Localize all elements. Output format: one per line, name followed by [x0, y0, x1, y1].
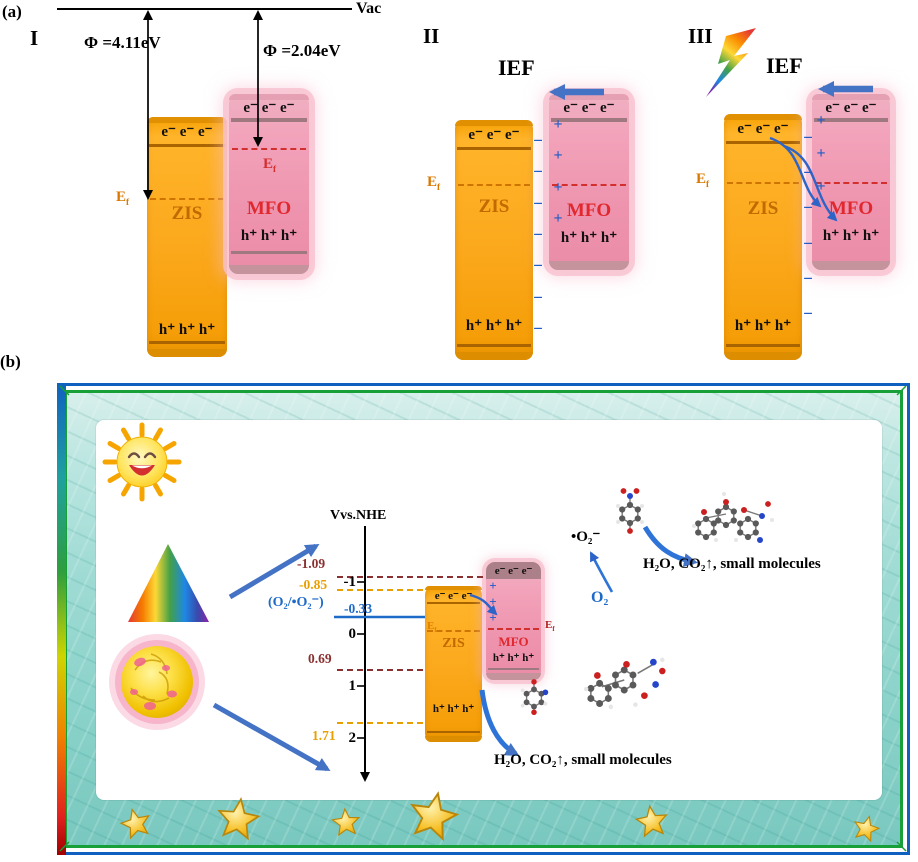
mfo-holes-1: h⁺ h⁺ h⁺	[240, 228, 298, 244]
zis-electrons-3: e⁻ e⁻ e⁻	[737, 121, 789, 137]
zis-holes-2: h⁺ h⁺ h⁺	[465, 318, 523, 334]
zis-electrons-2: e⁻ e⁻ e⁻	[468, 127, 520, 143]
zis-name-1: ZIS	[171, 203, 203, 224]
stage-2-label: II	[423, 24, 440, 48]
work-function-mfo-label: Φ =2.04eV	[263, 41, 341, 60]
ef-label-zis-b: Ef	[427, 620, 437, 635]
zis-bar-stage3: e⁻ e⁻ e⁻ ZIS h⁺ h⁺ h⁺	[724, 114, 802, 360]
ef-label-mfo-b: Ef	[545, 619, 555, 634]
mfo-electrons-2: e⁻ e⁻ e⁻	[563, 100, 615, 116]
level-zis-vb-label: 1.71	[312, 728, 336, 743]
redox-value-label: -0.33	[344, 601, 373, 616]
mfo-holes-2: h⁺ h⁺ h⁺	[560, 230, 618, 246]
mfo-name-b: MFO	[498, 634, 529, 649]
nhe-axis-title: Vvs.NHE	[330, 508, 387, 523]
positive-charges-panel-b: +++	[489, 578, 497, 625]
stage-1-label: I	[30, 26, 39, 50]
ef-label-mfo-1: Ef	[263, 156, 277, 175]
mfo-bar-panel-b: e⁻ e⁻ e⁻ MFO h⁺ h⁺ h⁺	[486, 562, 541, 680]
positive-charges-stage2: ++++	[553, 116, 563, 227]
ef-label-zis-3: Ef	[696, 171, 710, 190]
level-mfo-vb-label: 0.69	[308, 651, 332, 666]
tick-1: 1	[348, 678, 357, 694]
rainbow-lightning-icon	[706, 28, 756, 97]
negative-charges-stage3: −−−−−−	[803, 128, 813, 323]
superoxide-label: •O₂⁻	[571, 529, 601, 545]
negative-charges-stage2: −−−−−−−	[533, 131, 543, 338]
level-mfo-cb-label: -1.09	[297, 556, 326, 571]
mfo-name-1: MFO	[246, 198, 292, 219]
zis-bar-stage2: e⁻ e⁻ e⁻ ZIS h⁺ h⁺ h⁺	[455, 120, 533, 360]
redox-couple-label: (O₂/•O₂⁻)	[268, 595, 324, 610]
tick-0: 0	[348, 626, 357, 642]
mfo-name-3: MFO	[828, 198, 874, 219]
zis-bar-panel-b: e⁻ e⁻ e⁻ ZIS h⁺ h⁺ h⁺	[425, 586, 482, 742]
panel-b-tag: (b)	[0, 352, 21, 371]
ief-label-stage3: IEF	[766, 53, 803, 78]
zis-electrons-b: e⁻ e⁻ e⁻	[434, 590, 473, 602]
oxygen-label: O₂	[591, 589, 609, 606]
products-top-label: H₂O, CO₂↑, small molecules	[643, 556, 821, 572]
mfo-holes-b: h⁺ h⁺ h⁺	[492, 652, 535, 664]
zis-bar-stage1: e⁻ e⁻ e⁻ ZIS h⁺ h⁺ h⁺	[147, 117, 227, 357]
mfo-holes-3: h⁺ h⁺ h⁺	[822, 228, 880, 244]
mfo-bar-stage1: e⁻ e⁻ e⁻ MFO h⁺ h⁺ h⁺	[229, 94, 309, 274]
work-function-zis-label: Φ =4.11eV	[84, 33, 161, 52]
zis-electrons-1: e⁻ e⁻ e⁻	[161, 124, 213, 140]
zis-name-2: ZIS	[478, 196, 510, 217]
zis-holes-1: h⁺ h⁺ h⁺	[158, 322, 216, 338]
zis-holes-3: h⁺ h⁺ h⁺	[734, 318, 792, 334]
mfo-name-2: MFO	[566, 200, 612, 221]
ef-label-zis-1: Ef	[116, 189, 130, 208]
ief-label-stage2: IEF	[498, 55, 535, 80]
rainbow-edge-strip	[57, 383, 66, 855]
stage-3-label: III	[688, 24, 713, 48]
mfo-electrons-b: e⁻ e⁻ e⁻	[494, 565, 533, 577]
level-zis-cb-label: -0.85	[299, 577, 328, 592]
products-bottom-label: H₂O, CO₂↑, small molecules	[494, 752, 672, 768]
zis-name-3: ZIS	[747, 198, 779, 219]
mfo-bar-stage2: e⁻ e⁻ e⁻ MFO h⁺ h⁺ h⁺	[549, 94, 629, 270]
panel-a-tag: (a)	[2, 2, 22, 21]
mfo-electrons-1: e⁻ e⁻ e⁻	[243, 100, 295, 116]
zis-holes-b: h⁺ h⁺ h⁺	[432, 703, 475, 715]
mfo-bar-stage3: e⁻ e⁻ e⁻ MFO h⁺ h⁺ h⁺	[812, 94, 890, 270]
vacuum-level-label: Vac	[356, 0, 382, 17]
tick-2: 2	[348, 730, 357, 746]
zis-name-b: ZIS	[442, 636, 465, 651]
ef-label-zis-2: Ef	[427, 174, 441, 193]
positive-charges-stage3: +++	[816, 112, 826, 195]
mfo-electrons-3: e⁻ e⁻ e⁻	[825, 100, 877, 116]
tick-minus1: -1	[343, 574, 357, 590]
